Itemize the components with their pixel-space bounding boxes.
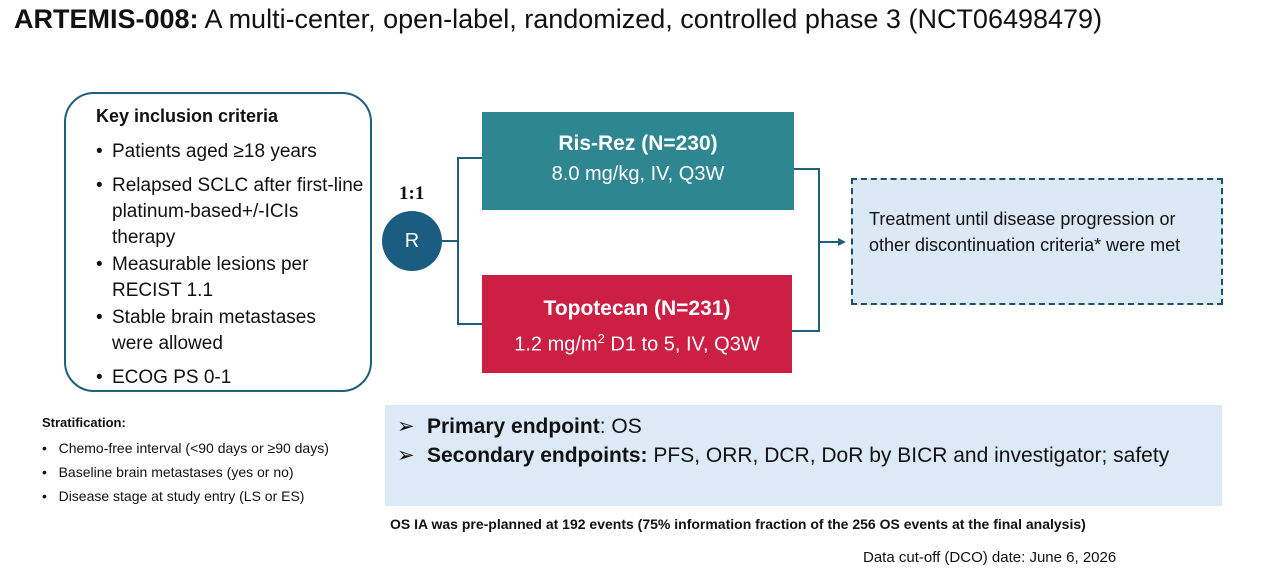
bullet-icon: • bbox=[96, 254, 103, 275]
stratification-item: • Baseline brain metastases (yes or no) bbox=[42, 464, 294, 480]
bullet-icon: • bbox=[96, 175, 103, 196]
stratification-heading: Stratification: bbox=[42, 415, 126, 430]
randomization-ratio: 1:1 bbox=[399, 183, 425, 204]
title-trial-name: ARTEMIS-008: bbox=[14, 4, 199, 34]
bullet-icon: • bbox=[96, 141, 103, 162]
arrow-bullet-icon: ➢ bbox=[397, 444, 415, 467]
randomization-node: R bbox=[382, 211, 442, 271]
arm-topotecan: Topotecan (N=231) 1.2 mg/m2 D1 to 5, IV,… bbox=[482, 275, 792, 373]
stratification-item: • Disease stage at study entry (LS or ES… bbox=[42, 488, 305, 504]
page-title: ARTEMIS-008: A multi-center, open-label,… bbox=[14, 4, 1102, 35]
endpoints-panel: ➢Primary endpoint: OS ➢Secondary endpoin… bbox=[385, 405, 1222, 506]
arm-ris-rez: Ris-Rez (N=230) 8.0 mg/kg, IV, Q3W bbox=[482, 112, 794, 210]
bullet-icon: • bbox=[42, 488, 47, 504]
arm-dose: 8.0 mg/kg, IV, Q3W bbox=[551, 163, 725, 185]
secondary-endpoints: ➢Secondary endpoints: PFS, ORR, DCR, DoR… bbox=[397, 441, 1187, 470]
connector-merge bbox=[792, 168, 820, 332]
inclusion-item: •Measurable lesions per RECIST 1.1 bbox=[96, 254, 309, 301]
inclusion-item: •Relapsed SCLC after first-line platinum… bbox=[96, 175, 364, 248]
inclusion-item: •ECOG PS 0-1 bbox=[96, 365, 352, 391]
arm-name: Topotecan (N=231) bbox=[543, 297, 731, 320]
interim-analysis-note: OS IA was pre-planned at 192 events (75%… bbox=[390, 516, 1086, 532]
treatment-text: Treatment until disease progression or o… bbox=[869, 209, 1181, 255]
data-cutoff-date: Data cut-off (DCO) date: June 6, 2026 bbox=[863, 549, 1117, 566]
inclusion-heading: Key inclusion criteria bbox=[96, 106, 279, 126]
stratification-item: • Chemo-free interval (<90 days or ≥90 d… bbox=[42, 440, 329, 456]
bullet-icon: • bbox=[96, 307, 103, 328]
arm-name: Ris-Rez (N=230) bbox=[558, 132, 718, 155]
connector-branch bbox=[457, 157, 482, 325]
treatment-box: Treatment until disease progression or o… bbox=[851, 178, 1223, 305]
primary-endpoint: ➢Primary endpoint: OS bbox=[397, 412, 1222, 441]
inclusion-criteria-box bbox=[64, 92, 372, 392]
inclusion-item: •Patients aged ≥18 years bbox=[96, 139, 362, 165]
arm-dose: 1.2 mg/m2 D1 to 5, IV, Q3W bbox=[514, 331, 760, 356]
inclusion-item: •Stable brain metastases were allowed bbox=[96, 307, 316, 354]
arrow-head-icon bbox=[838, 238, 846, 246]
bullet-icon: • bbox=[42, 440, 47, 456]
title-description: A multi-center, open-label, randomized, … bbox=[198, 4, 1103, 34]
bullet-icon: • bbox=[96, 367, 103, 388]
arrow-bullet-icon: ➢ bbox=[397, 415, 415, 438]
bullet-icon: • bbox=[42, 464, 47, 480]
